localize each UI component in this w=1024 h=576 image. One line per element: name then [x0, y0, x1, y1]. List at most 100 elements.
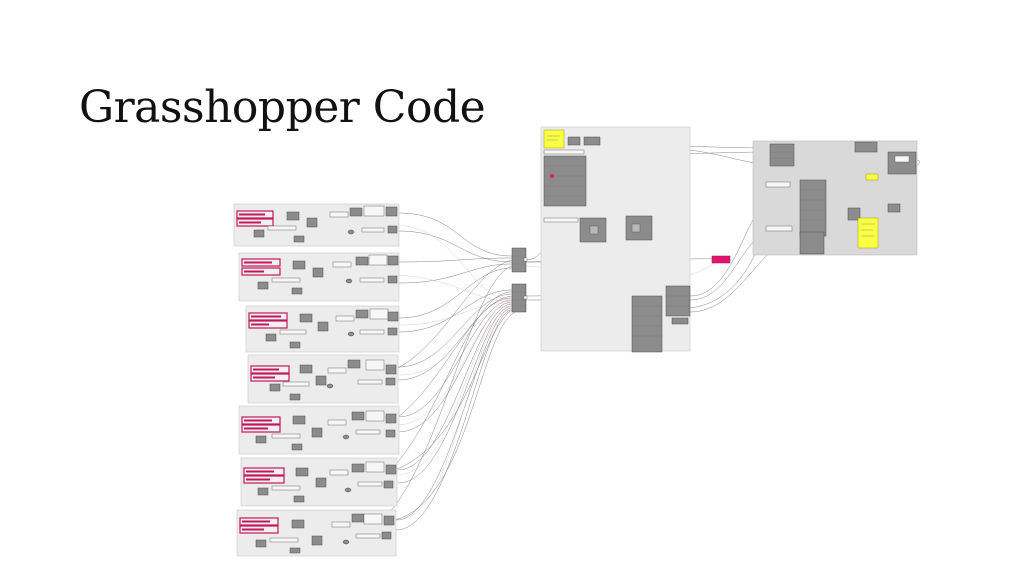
- component[interactable]: [383, 515, 395, 526]
- component[interactable]: [854, 141, 878, 153]
- component[interactable]: [351, 411, 365, 421]
- component[interactable]: [257, 487, 269, 496]
- component[interactable]: [385, 464, 397, 475]
- component[interactable]: [347, 359, 361, 369]
- component[interactable]: [847, 207, 861, 221]
- panel[interactable]: [369, 308, 389, 320]
- component[interactable]: [583, 136, 601, 146]
- panel[interactable]: [271, 277, 301, 283]
- output-param[interactable]: [711, 255, 731, 264]
- component[interactable]: [387, 255, 399, 266]
- component[interactable]: [385, 413, 397, 424]
- relay[interactable]: [345, 278, 353, 284]
- component[interactable]: [293, 235, 305, 243]
- component[interactable]: [671, 317, 689, 325]
- component[interactable]: [381, 531, 392, 540]
- component[interactable]: [306, 217, 318, 228]
- panel[interactable]: [355, 429, 381, 435]
- panel[interactable]: [279, 329, 307, 335]
- component[interactable]: [289, 341, 301, 349]
- panel[interactable]: [331, 521, 351, 528]
- panel[interactable]: [765, 225, 793, 232]
- component[interactable]: [255, 539, 267, 548]
- relay[interactable]: [342, 434, 350, 440]
- input-group-2[interactable]: [238, 252, 400, 302]
- component[interactable]: [312, 267, 324, 278]
- component[interactable]: [385, 364, 397, 375]
- relay[interactable]: [342, 539, 350, 545]
- component[interactable]: [349, 207, 363, 217]
- component[interactable]: [387, 225, 398, 234]
- panel[interactable]: [267, 225, 297, 231]
- component[interactable]: [257, 281, 269, 290]
- component[interactable]: [385, 206, 398, 217]
- input-group-5[interactable]: [238, 405, 400, 455]
- panel[interactable]: [355, 533, 381, 539]
- central-group[interactable]: [540, 126, 691, 353]
- relay[interactable]: [326, 383, 334, 389]
- component[interactable]: [385, 377, 396, 386]
- component[interactable]: [589, 225, 599, 235]
- panel[interactable]: [329, 469, 349, 476]
- component[interactable]: [269, 383, 281, 392]
- panel[interactable]: [368, 254, 388, 266]
- component[interactable]: [887, 151, 917, 175]
- output-pin[interactable]: [523, 257, 528, 262]
- large-component[interactable]: [799, 179, 827, 237]
- component[interactable]: [315, 477, 327, 488]
- large-component[interactable]: [631, 295, 663, 353]
- component[interactable]: [291, 287, 303, 295]
- component[interactable]: [265, 333, 277, 342]
- yellow-panel[interactable]: [865, 173, 879, 181]
- input-group-7[interactable]: [236, 509, 397, 557]
- component[interactable]: [351, 463, 365, 473]
- component[interactable]: [311, 535, 323, 546]
- component[interactable]: [887, 203, 901, 213]
- output-group[interactable]: [752, 140, 918, 256]
- component[interactable]: [291, 443, 303, 451]
- panel[interactable]: [765, 181, 791, 188]
- component[interactable]: [311, 427, 323, 438]
- panel[interactable]: [335, 315, 355, 322]
- panel[interactable]: [365, 359, 385, 371]
- panel[interactable]: [357, 379, 383, 385]
- panel[interactable]: [327, 419, 347, 426]
- component[interactable]: [387, 275, 398, 284]
- component[interactable]: [665, 285, 691, 317]
- component[interactable]: [387, 327, 398, 336]
- panel[interactable]: [282, 381, 310, 387]
- large-component[interactable]: [543, 155, 587, 207]
- panel[interactable]: [271, 485, 301, 491]
- panel[interactable]: [363, 513, 383, 525]
- yellow-panel[interactable]: [543, 129, 565, 149]
- panel[interactable]: [357, 481, 383, 487]
- panel[interactable]: [327, 367, 347, 374]
- component[interactable]: [315, 375, 327, 386]
- panel[interactable]: [329, 211, 349, 218]
- component[interactable]: [299, 364, 313, 374]
- panel[interactable]: [365, 410, 385, 422]
- component[interactable]: [355, 309, 369, 319]
- component[interactable]: [289, 547, 301, 554]
- component[interactable]: [625, 215, 653, 241]
- panel[interactable]: [359, 329, 385, 335]
- component[interactable]: [387, 311, 399, 322]
- input-group-6[interactable]: [240, 457, 398, 507]
- component[interactable]: [289, 393, 301, 401]
- component[interactable]: [317, 321, 329, 332]
- component[interactable]: [253, 229, 265, 238]
- input-group-1[interactable]: [233, 203, 400, 247]
- component[interactable]: [255, 435, 267, 444]
- panel[interactable]: [359, 277, 385, 283]
- component[interactable]: [631, 223, 641, 233]
- input-group-3[interactable]: [245, 305, 400, 353]
- component[interactable]: [385, 429, 396, 438]
- panel[interactable]: [361, 227, 385, 233]
- component[interactable]: [351, 513, 365, 523]
- panel[interactable]: [271, 433, 301, 439]
- component[interactable]: [286, 211, 300, 221]
- yellow-panel[interactable]: [857, 217, 879, 249]
- component[interactable]: [295, 467, 309, 477]
- component[interactable]: [291, 519, 305, 529]
